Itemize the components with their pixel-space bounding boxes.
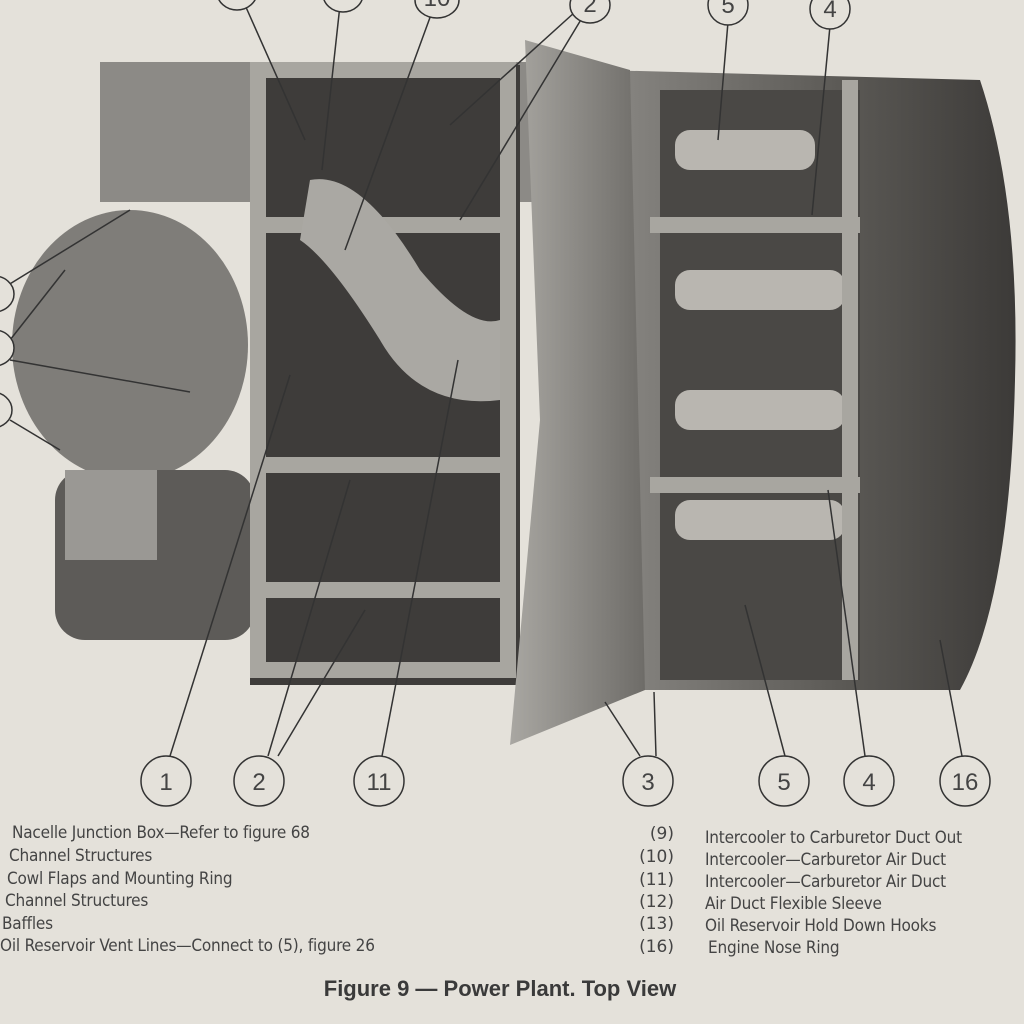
power-plant-photo: 10 2 5 4 1 2 11 3 5 4 16 — [0, 0, 1016, 807]
callout-label: 2 — [252, 769, 265, 796]
legend-item: Channel Structures — [5, 891, 149, 911]
figure-caption: Figure 9 — Power Plant. Top View — [323, 976, 677, 1001]
legend-item: Cowl Flaps and Mounting Ring — [7, 869, 233, 889]
legend-item: Intercooler—Carburetor Air Duct — [705, 872, 946, 892]
legend-item: Air Duct Flexible Sleeve — [705, 894, 882, 914]
legend-number: (11) — [639, 870, 674, 890]
callout-label: 3 — [641, 769, 654, 796]
callout-label: 5 — [777, 769, 790, 796]
legend-item: Nacelle Junction Box—Refer to figure 68 — [12, 823, 310, 843]
callout-label: 10 — [424, 0, 451, 12]
legend-number: (9) — [649, 824, 674, 844]
legend-number: (13) — [639, 914, 674, 934]
callout-label: 2 — [583, 0, 596, 18]
legend-item: Intercooler to Carburetor Duct Out — [705, 828, 962, 848]
legend-item: Channel Structures — [9, 846, 153, 866]
legend-number: (10) — [639, 847, 674, 867]
callout-label: 1 — [159, 769, 172, 796]
callout-circles — [0, 0, 991, 807]
engine-illustration — [12, 40, 1016, 745]
junction-box — [65, 470, 157, 560]
legend-item: Baffles — [2, 914, 53, 934]
callout-label: 11 — [367, 769, 392, 796]
legend-item: Intercooler—Carburetor Air Duct — [705, 850, 946, 870]
oil-reservoir — [12, 210, 248, 480]
callout-label: 4 — [823, 0, 836, 23]
legend-item: Engine Nose Ring — [708, 938, 840, 958]
callout-label: 5 — [721, 0, 734, 19]
legend-number: (16) — [639, 937, 674, 957]
callout-label: 16 — [952, 769, 979, 796]
legend-number: (12) — [639, 892, 674, 912]
leader-lines — [0, 4, 963, 757]
callout-label: 4 — [862, 769, 875, 796]
cowl-flaps — [510, 40, 645, 745]
legend-item: Oil Reservoir Hold Down Hooks — [705, 916, 937, 936]
legend-item: Oil Reservoir Vent Lines—Connect to (5),… — [0, 936, 375, 956]
